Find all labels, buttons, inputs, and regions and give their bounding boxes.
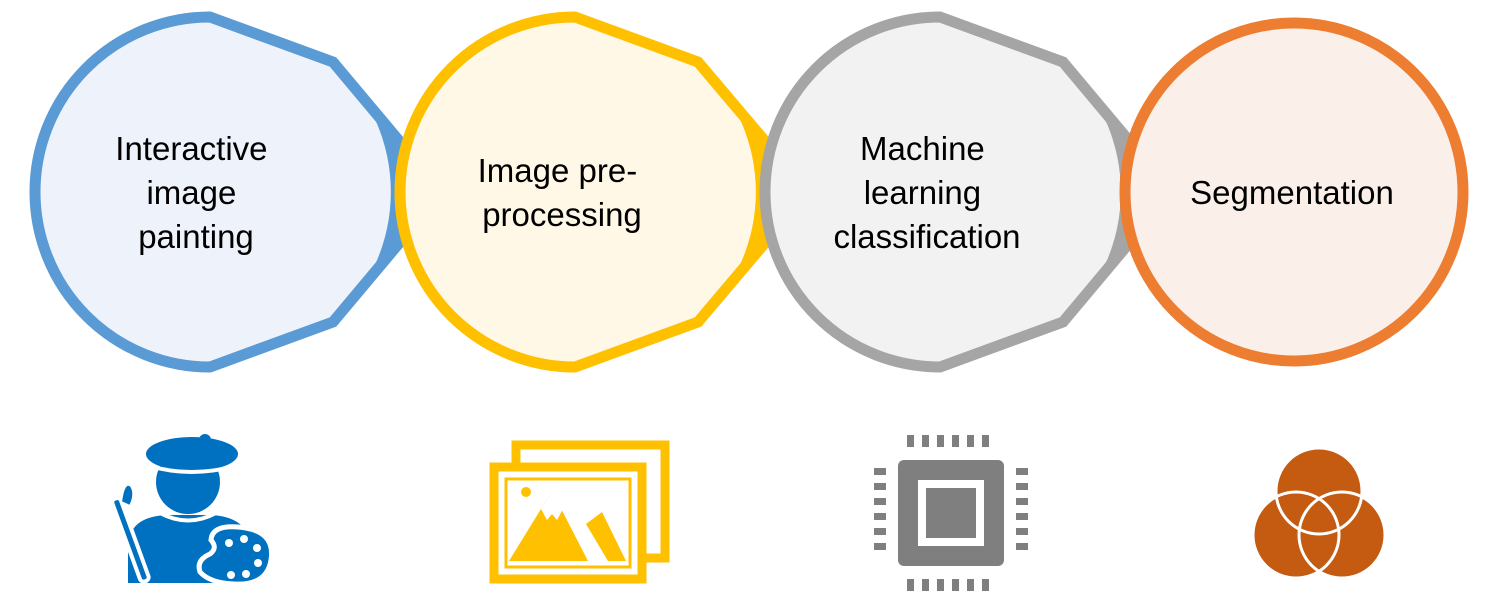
stage-2: Image pre- processing [394, 11, 816, 373]
venn-diagram-icon [1251, 446, 1387, 580]
stage-1-circle [29, 11, 450, 373]
stage-4-label-line-1: Segmentation [1190, 174, 1394, 211]
stage-3-label-line-1: Machine [860, 130, 985, 167]
stage-2-label-line-2: processing [482, 196, 642, 233]
stage-4-label: Segmentation [1190, 174, 1394, 211]
image-gallery-icon [489, 440, 670, 584]
stage-1-label-line-1: Interactive [115, 130, 267, 167]
processor-chip-icon [874, 435, 1028, 591]
stage-1-label-line-3: painting [138, 218, 254, 255]
stage-1-label: Interactive image painting [115, 130, 276, 255]
stage-4-circle [1119, 17, 1469, 367]
stage-3-label-line-3: classification [833, 218, 1020, 255]
stage-3-label: Machine learning classification [833, 130, 1020, 255]
stage-2-circle [394, 11, 816, 373]
stage-1: Interactive image painting [29, 11, 450, 373]
stage-3-circle [759, 11, 1180, 373]
painter-icon [110, 434, 275, 587]
stage-2-label: Image pre- processing [478, 152, 647, 233]
stage-4: Segmentation [1119, 17, 1469, 367]
stage-3-label-line-2: learning [864, 174, 981, 211]
stage-1-label-line-2: image [146, 174, 236, 211]
stage-3: Machine learning classification [759, 11, 1180, 373]
stage-2-label-line-1: Image pre- [478, 152, 638, 189]
